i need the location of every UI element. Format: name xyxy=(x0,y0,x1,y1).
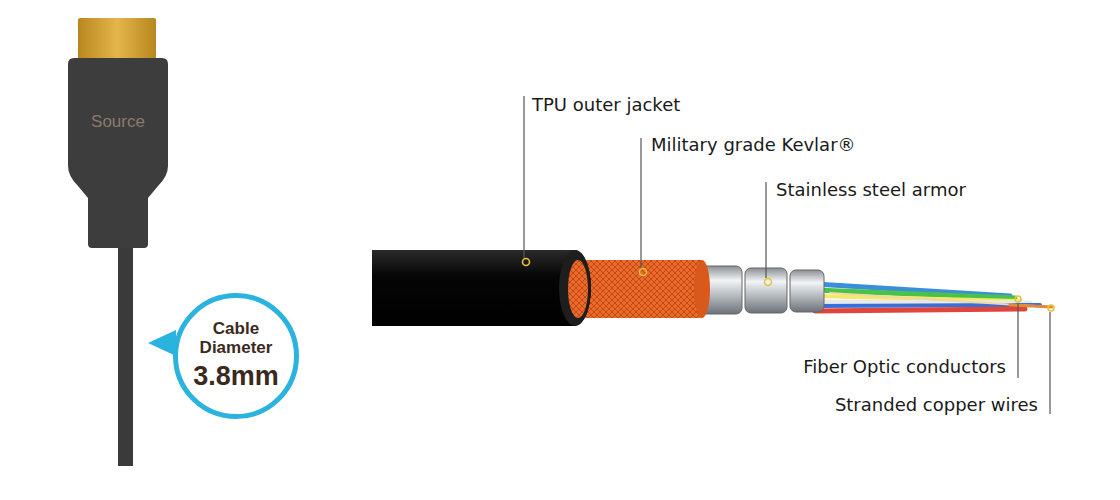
steel-armor xyxy=(700,266,824,314)
plug-outline xyxy=(68,58,168,248)
diameter-value: 3.8mm xyxy=(193,362,279,392)
conductor-label: Stranded copper wires xyxy=(835,394,1038,416)
plug-body: Source xyxy=(68,58,168,248)
plug-label: Source xyxy=(68,112,168,132)
layer-label: Military grade Kevlar® xyxy=(651,134,856,156)
tpu-jacket xyxy=(372,250,591,326)
bubble-pointer xyxy=(148,330,176,356)
fiber-bundle xyxy=(815,284,1052,311)
diameter-bubble: Cable Diameter 3.8mm xyxy=(173,293,299,419)
kevlar-braid xyxy=(570,260,710,318)
bubble-caption: Cable Diameter xyxy=(193,320,279,357)
conductor-label: Fiber Optic conductors xyxy=(803,356,1006,378)
cable xyxy=(118,240,133,466)
plug-tip xyxy=(78,18,156,62)
layer-label: TPU outer jacket xyxy=(532,94,680,116)
leader-dots xyxy=(523,259,1055,312)
layer-label: Stainless steel armor xyxy=(776,179,966,201)
leader-lines xyxy=(524,96,1050,414)
